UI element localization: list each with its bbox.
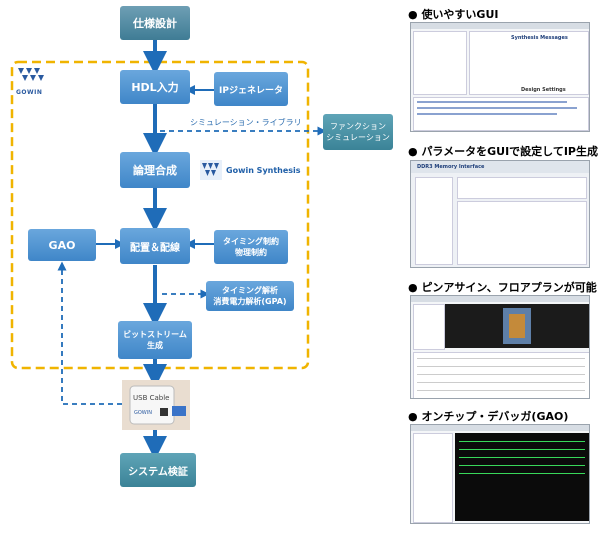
timing-constraints-label-2: 物理制約 <box>235 248 267 257</box>
bitstream-box[interactable]: ビットストリーム 生成 <box>118 321 192 359</box>
panel-title-pin: ● ピンアサイン、フロアプランが可能 <box>408 281 597 294</box>
arrow-usb-to-gao <box>57 261 122 405</box>
screenshot-pin <box>410 295 590 399</box>
timing-analysis-label-2: 消費電力解析(GPA) <box>213 297 287 306</box>
place-route-box[interactable]: 配置＆配線 <box>120 228 190 264</box>
timing-constraints-label-1: タイミング制約 <box>223 237 279 246</box>
gui-design-settings: Design Settings <box>521 87 566 93</box>
ip-generator-label: IPジェネレータ <box>219 85 283 96</box>
func-sim-label-1: ファンクション <box>330 122 386 131</box>
screenshot-gui: Synthesis Messages Design Settings <box>410 22 590 132</box>
func-sim-label-2: シミュレーション <box>326 133 390 142</box>
usb-cable-image: USB Cable GOWIN <box>122 380 190 430</box>
synthesis-box[interactable]: 論理合成 <box>120 152 190 188</box>
hdl-input-box[interactable]: HDL入力 <box>120 70 190 104</box>
timing-analysis-label-1: タイミング解析 <box>221 286 278 295</box>
screenshot-ip: DDR3 Memory Interface <box>410 160 590 268</box>
gui-window-title: Synthesis Messages <box>511 35 568 41</box>
ip-generator-box[interactable]: IPジェネレータ <box>214 72 288 106</box>
ip-window-title: DDR3 Memory Interface <box>417 164 485 170</box>
timing-analysis-box[interactable]: タイミング解析 消費電力解析(GPA) <box>206 281 294 311</box>
spec-design-box[interactable]: 仕様設計 <box>120 6 190 40</box>
gao-label: GAO <box>48 238 76 252</box>
synthesis-label: 論理合成 <box>133 164 177 177</box>
timing-constraints-box[interactable]: タイミング制約 物理制約 <box>214 230 288 264</box>
place-route-label: 配置＆配線 <box>130 242 180 254</box>
spec-design-label: 仕様設計 <box>133 17 177 30</box>
func-sim-box[interactable]: ファンクション シミュレーション <box>323 114 393 150</box>
sim-library-label: シミュレーション・ライブラリ <box>190 118 302 127</box>
usb-cable-label: USB Cable <box>133 394 169 402</box>
gowin-logo-text: GOWIN <box>16 89 43 96</box>
panel-title-ip: ● パラメータをGUIで設定してIP生成 <box>408 145 598 158</box>
bitstream-label-2: 生成 <box>146 341 163 350</box>
panel-title-gao: ● オンチップ・デバッガ(GAO) <box>408 410 569 423</box>
system-verify-label: システム検証 <box>128 466 188 478</box>
gowin-synthesis-logo-icon <box>200 160 222 180</box>
usb-gowin-text: GOWIN <box>134 410 152 416</box>
gowin-logo <box>18 68 44 81</box>
gowin-synthesis-text: Gowin Synthesis <box>226 166 301 175</box>
gao-box[interactable]: GAO <box>28 229 96 261</box>
bitstream-label-1: ビットストリーム <box>123 330 187 339</box>
panel-title-gui: ● 使いやすいGUI <box>408 8 499 21</box>
hdl-input-label: HDL入力 <box>131 81 179 94</box>
screenshot-gao <box>410 424 590 524</box>
system-verify-box[interactable]: システム検証 <box>120 453 196 487</box>
